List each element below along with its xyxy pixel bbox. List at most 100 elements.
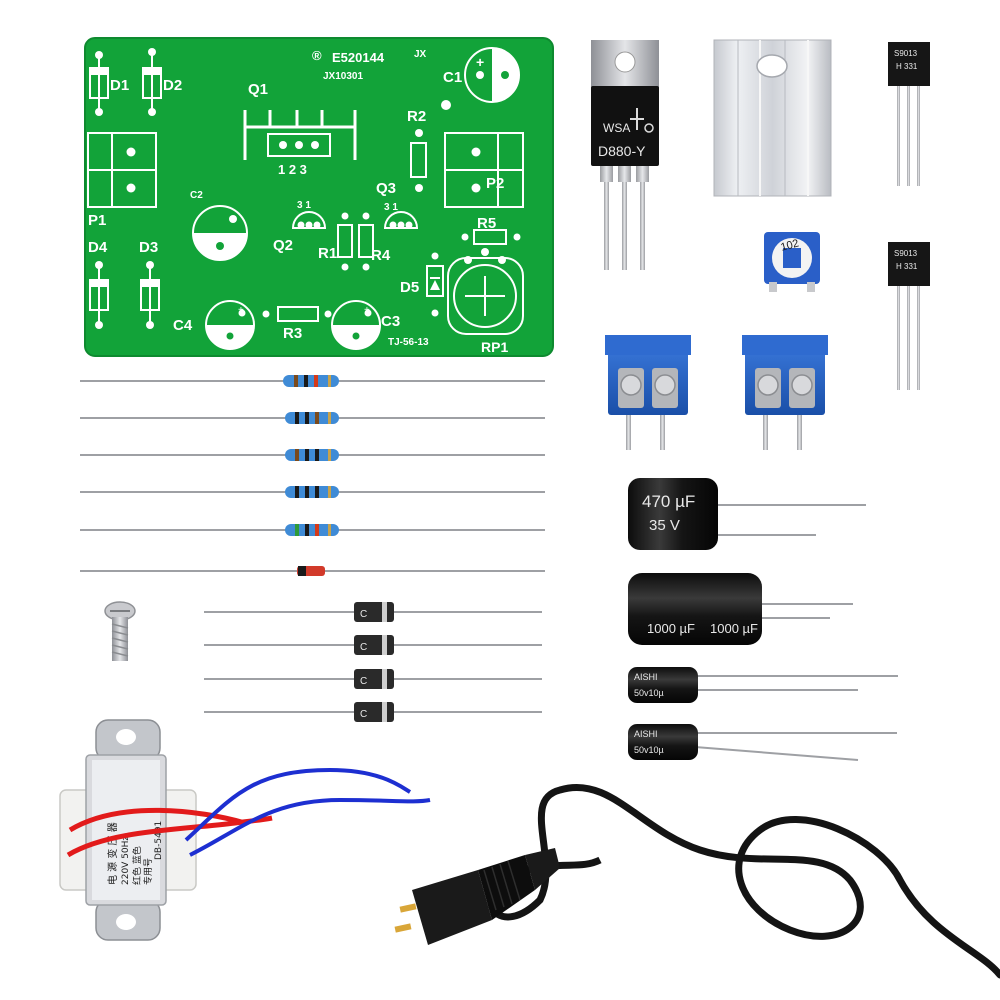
capacitor-10uf-bottom: AISHI 50v10µ	[628, 724, 897, 761]
small-transistor-bottom: S9013 H 331	[888, 242, 930, 390]
pcb-label-q3: Q3	[376, 180, 396, 197]
pcb-label-q1: Q1	[248, 81, 268, 98]
diode-3: C	[204, 669, 542, 689]
diode-marking: C	[360, 642, 367, 653]
transformer-line-2: 220V 50Hz	[121, 836, 131, 885]
zener-diode	[80, 566, 545, 576]
capacitor-10-rating: 50v10µ	[634, 688, 664, 698]
pcb-q3-pin-numbers: 3 1	[384, 202, 398, 213]
pcb-footprint-p1	[87, 132, 157, 208]
screw-terminal-right	[742, 335, 828, 450]
pcb-footprint-d2	[142, 48, 162, 116]
pcb-label-c4: C4	[173, 317, 193, 334]
transformer-line-4: 专用号	[142, 858, 154, 885]
pcb-label-p2: P2	[486, 175, 504, 192]
small-transistor-part: S9013	[894, 249, 918, 258]
pcb-q1-pin-numbers: 1 2 3	[278, 162, 307, 177]
pcb-label-r4: R4	[371, 247, 391, 264]
pcb-footprint-c2: +	[192, 205, 248, 261]
svg-text:+: +	[476, 54, 484, 70]
power-transistor-part: D880-Y	[598, 143, 646, 159]
pcb-label-c3: C3	[381, 313, 400, 330]
pcb-footprint-d5	[426, 252, 444, 317]
pcb-label-d1: D1	[110, 77, 129, 94]
small-transistor-top: S9013 H 331	[888, 42, 930, 186]
capacitor-10-brand: AISHI	[634, 672, 658, 682]
pcb-model-text: TJ-56-13	[388, 337, 429, 348]
pcb-label-c1: C1	[443, 69, 462, 86]
capacitor-1000-value-repeat: 1000 µF	[710, 621, 758, 636]
pcb-label-r3: R3	[283, 325, 302, 342]
power-transistor: WSA D880-Y	[591, 40, 659, 270]
power-cord-plug	[394, 784, 1000, 979]
heatsink	[713, 39, 832, 197]
diode-2: C	[204, 635, 542, 655]
pcb-footprint-r3	[262, 306, 332, 322]
pcb-footprint-r2	[410, 129, 427, 192]
pcb-footprint-r4	[358, 212, 374, 271]
pcb-board: D1 D2 P1 D4 D3	[84, 37, 554, 357]
pcb-cert-number: E520144	[332, 50, 385, 65]
small-transistor-code: H 331	[896, 62, 918, 71]
pcb-footprint-q3	[383, 211, 419, 229]
resistor-2	[80, 412, 545, 424]
diode-1: C	[204, 602, 542, 622]
capacitor-470-voltage: 35 V	[649, 517, 680, 534]
svg-text:+: +	[238, 305, 244, 316]
power-transistor-brand: WSA	[603, 121, 630, 135]
diode-marking: C	[360, 676, 367, 687]
capacitor-1000uf: 1000 µF 1000 µF	[628, 573, 853, 645]
diode-marking: C	[360, 709, 367, 720]
pcb-board-code: JX10301	[323, 71, 363, 82]
pcb-footprint-p2	[444, 132, 524, 208]
pcb-footprint-q2	[291, 211, 327, 229]
small-transistor-part: S9013	[894, 49, 918, 58]
pcb-label-d5: D5	[400, 279, 419, 296]
transformer-line-5: DB-5491	[154, 821, 164, 860]
brand-logo-icon	[630, 108, 654, 133]
capacitor-1000-value: 1000 µF	[647, 621, 695, 636]
pcb-label-p1: P1	[88, 212, 106, 229]
pcb-cert-mark: ®	[312, 48, 322, 63]
pcb-footprint-c3: +	[331, 300, 381, 350]
transformer-line-3: 红色 蓝色	[131, 846, 143, 885]
pcb-footprint-d3	[140, 261, 160, 329]
pcb-cert-suffix: JX	[414, 49, 427, 60]
pcb-label-r1: R1	[318, 245, 337, 262]
pcb-footprint-d4	[89, 261, 109, 329]
svg-text:+: +	[230, 213, 236, 225]
resistor-5	[80, 524, 545, 536]
resistor-4	[80, 486, 545, 498]
pcb-q2-pin-numbers: 3 1	[297, 200, 311, 211]
small-transistor-code: H 331	[896, 262, 918, 271]
screw-terminal-left	[605, 335, 691, 450]
resistor-1	[80, 375, 545, 387]
pcb-label-d3: D3	[139, 239, 158, 256]
transformer-line-1: 电 源 变 压 器	[106, 822, 119, 885]
pcb-label-c2: C2	[190, 190, 203, 201]
diode-marking: C	[360, 609, 367, 620]
potentiometer-value: 102	[779, 237, 800, 253]
pcb-footprint-rp1	[447, 248, 524, 335]
pcb-footprint-d1	[89, 51, 109, 116]
screw	[104, 601, 136, 661]
pcb-footprint-c1: +	[464, 47, 520, 103]
pcb-label-d4: D4	[88, 239, 108, 256]
capacitor-10-rating: 50v10µ	[634, 745, 664, 755]
diode-4: C	[204, 702, 542, 722]
pcb-label-r5: R5	[477, 215, 496, 232]
transformer: 电 源 变 压 器 220V 50Hz 红色 蓝色 专用号 DB-5491	[59, 719, 431, 941]
pcb-footprint-r1	[337, 212, 353, 271]
capacitor-10uf-top: AISHI 50v10µ	[628, 667, 898, 703]
capacitor-10-brand: AISHI	[634, 729, 658, 739]
capacitor-470-value: 470 µF	[642, 492, 695, 511]
pcb-footprint-q1	[243, 110, 357, 160]
pcb-label-r2: R2	[407, 108, 426, 125]
capacitor-470uf: 470 µF 35 V	[628, 478, 866, 550]
pcb-footprint-c4: +	[205, 300, 255, 350]
pcb-label-rp1: RP1	[481, 339, 508, 355]
svg-text:+: +	[364, 305, 370, 316]
resistor-3	[80, 449, 545, 461]
pcb-label-d2: D2	[163, 77, 182, 94]
